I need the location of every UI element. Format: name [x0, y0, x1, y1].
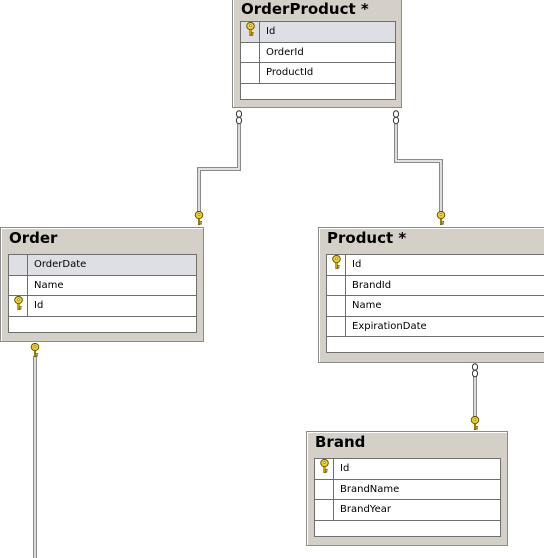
column-grid: Id OrderId ProductId — [240, 21, 396, 100]
column-name: BrandYear — [340, 504, 391, 516]
grid-empty-space — [315, 521, 500, 536]
column-name: Id — [352, 259, 362, 271]
table-product[interactable]: Product * Id BrandId Name ExpirationDate — [318, 227, 544, 363]
column-row-brandname[interactable]: BrandName — [315, 479, 500, 500]
key-icon — [30, 343, 40, 358]
column-name: Name — [352, 300, 382, 312]
column-name: OrderId — [266, 46, 304, 58]
column-row-orderid[interactable]: OrderId — [241, 42, 395, 63]
column-row-productid[interactable]: ProductId — [241, 63, 395, 84]
column-grid: OrderDate Name Id — [8, 254, 197, 333]
key-icon — [194, 211, 204, 226]
relationship-orderproduct-order[interactable] — [194, 110, 243, 226]
table-title: OrderProduct * — [241, 0, 369, 18]
infinity-icon — [471, 363, 479, 378]
grid-empty-space — [327, 337, 544, 352]
table-title: Order — [9, 229, 58, 247]
key-icon — [436, 211, 446, 226]
key-icon — [470, 416, 480, 431]
column-row-id[interactable]: Id — [9, 296, 196, 317]
infinity-icon — [392, 110, 400, 125]
column-row-orderdate[interactable]: OrderDate — [9, 255, 196, 276]
column-name: ProductId — [266, 67, 314, 79]
infinity-icon — [235, 110, 243, 125]
key-icon — [332, 255, 341, 274]
relationship-order-offscreen[interactable] — [30, 343, 40, 558]
relationship-orderproduct-product[interactable] — [392, 110, 446, 226]
column-name: ExpirationDate — [352, 320, 427, 332]
key-icon — [320, 459, 329, 478]
key-icon — [246, 22, 255, 41]
column-row-id[interactable]: Id — [327, 255, 544, 276]
column-row-id[interactable]: Id — [315, 459, 500, 480]
column-name: BrandId — [352, 279, 392, 291]
column-row-expirationdate[interactable]: ExpirationDate — [327, 316, 544, 337]
table-brand[interactable]: Brand Id BrandName BrandYear — [306, 431, 508, 546]
table-orderproduct[interactable]: OrderProduct * Id OrderId ProductId — [232, 0, 402, 108]
table-order[interactable]: Order OrderDate Name Id — [0, 227, 204, 342]
column-grid: Id BrandName BrandYear — [314, 458, 501, 537]
key-icon — [14, 296, 23, 315]
column-name: Name — [34, 279, 64, 291]
column-row-brandyear[interactable]: BrandYear — [315, 500, 500, 521]
column-name: Id — [34, 300, 44, 312]
grid-empty-space — [9, 317, 196, 332]
column-name: Id — [266, 26, 276, 38]
column-row-id[interactable]: Id — [241, 22, 395, 43]
column-name: OrderDate — [34, 259, 87, 271]
column-name: Id — [340, 463, 350, 475]
table-title: Product * — [327, 229, 407, 247]
column-row-name[interactable]: Name — [9, 275, 196, 296]
grid-empty-space — [241, 84, 395, 99]
relationship-product-brand[interactable] — [470, 363, 480, 431]
table-title: Brand — [315, 433, 366, 451]
column-row-brandid[interactable]: BrandId — [327, 275, 544, 296]
column-name: BrandName — [340, 483, 400, 495]
column-row-name[interactable]: Name — [327, 296, 544, 317]
column-grid: Id BrandId Name ExpirationDate — [326, 254, 544, 353]
